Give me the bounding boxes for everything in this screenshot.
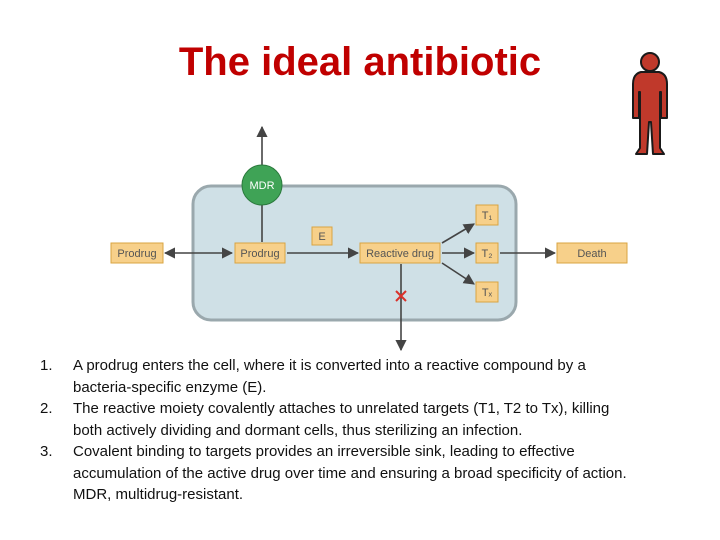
reactive-drug-box	[359, 242, 441, 264]
arrow-to-t1	[441, 223, 475, 244]
death-box	[556, 242, 628, 264]
prodrug-outside-box	[110, 242, 164, 264]
list-item: 3. Covalent binding to targets provides …	[40, 441, 640, 506]
mdr-label: MDR	[249, 180, 274, 192]
death-label: Death	[577, 248, 606, 260]
target-2-label: T₂	[482, 248, 493, 260]
list-item-text: The reactive moiety covalently attaches …	[73, 400, 610, 439]
list-item: 2. The reactive moiety covalently attach…	[40, 398, 640, 441]
list-item-number: 3.	[40, 443, 53, 460]
target-1-box	[475, 204, 499, 226]
list-item: 1. A prodrug enters the cell, where it i…	[40, 355, 640, 398]
page-title: The ideal antibiotic	[178, 40, 542, 84]
enzyme-box	[311, 226, 333, 246]
enzyme-label: E	[318, 231, 325, 243]
prodrug-outside-label: Prodrug	[117, 248, 156, 260]
list-item-number: 2.	[40, 400, 53, 417]
target-x-box	[475, 281, 499, 303]
target-2-box	[475, 242, 499, 264]
list-item-number: 1.	[40, 357, 53, 374]
list-item-text: Covalent binding to targets provides an …	[73, 443, 627, 503]
mdr-pump	[241, 164, 283, 206]
block-x-mark	[395, 290, 407, 302]
human-figure-icon	[632, 52, 668, 155]
reactive-drug-label: Reactive drug	[366, 248, 434, 260]
explanation-list: 1. A prodrug enters the cell, where it i…	[40, 355, 640, 506]
arrow-to-tx	[441, 262, 475, 285]
prodrug-inside-box	[234, 242, 286, 264]
prodrug-inside-label: Prodrug	[240, 248, 279, 260]
target-1-label: T₁	[482, 210, 493, 222]
list-item-text: A prodrug enters the cell, where it is c…	[73, 357, 586, 396]
target-x-label: Tₓ	[482, 287, 493, 299]
